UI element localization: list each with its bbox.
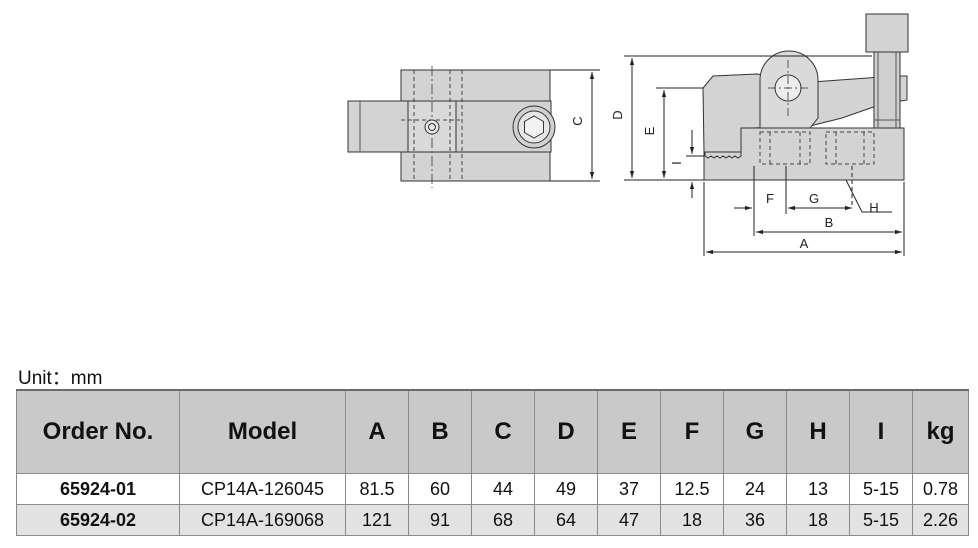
dim-f-label: F <box>766 191 774 206</box>
table-header-row: Order No. Model A B C D E F G H I kg <box>16 389 969 474</box>
cell-i: 5-15 <box>849 473 913 505</box>
cell-a: 121 <box>345 504 409 536</box>
pivot-screw-icon <box>424 119 440 135</box>
cell-kg: 0.78 <box>912 473 969 505</box>
table-row: 65924-01 CP14A-126045 81.5 60 44 49 37 1… <box>16 473 969 505</box>
cell-b: 91 <box>408 504 472 536</box>
col-header-f: F <box>660 389 724 474</box>
dim-d-label: D <box>610 110 625 119</box>
cell-model: CP14A-169068 <box>179 504 346 536</box>
cell-e: 37 <box>597 473 661 505</box>
top-view <box>347 66 556 188</box>
cell-order-no: 65924-02 <box>16 504 180 536</box>
col-header-kg: kg <box>912 389 969 474</box>
cell-d: 49 <box>534 473 598 505</box>
dim-h-label: H <box>869 200 878 215</box>
cell-f: 12.5 <box>660 473 724 505</box>
dim-b-label: B <box>825 215 834 230</box>
cell-kg: 2.26 <box>912 504 969 536</box>
side-view-jaw <box>704 151 742 159</box>
col-header-e: E <box>597 389 661 474</box>
cell-e: 47 <box>597 504 661 536</box>
cell-d: 64 <box>534 504 598 536</box>
col-header-i: I <box>849 389 913 474</box>
dim-horizontal <box>703 166 905 256</box>
dim-c-label: C <box>570 116 585 125</box>
cell-a: 81.5 <box>345 473 409 505</box>
col-header-c: C <box>471 389 535 474</box>
cell-c: 44 <box>471 473 535 505</box>
col-header-h: H <box>786 389 850 474</box>
hex-socket-screw-icon <box>512 105 556 149</box>
cell-model: CP14A-126045 <box>179 473 346 505</box>
side-view <box>702 13 909 181</box>
dim-vertical <box>624 55 872 198</box>
cell-order-no: 65924-01 <box>16 473 180 505</box>
cell-g: 24 <box>723 473 787 505</box>
col-header-model: Model <box>179 389 346 474</box>
cell-f: 18 <box>660 504 724 536</box>
table-row: 65924-02 CP14A-169068 121 91 68 64 47 18… <box>16 504 969 536</box>
cell-g: 36 <box>723 504 787 536</box>
unit-label: Unit：mm <box>18 368 103 389</box>
dim-a-label: A <box>800 236 809 251</box>
cell-i: 5-15 <box>849 504 913 536</box>
col-header-order-no: Order No. <box>16 389 180 474</box>
cell-b: 60 <box>408 473 472 505</box>
col-header-d: D <box>534 389 598 474</box>
cell-c: 68 <box>471 504 535 536</box>
col-header-b: B <box>408 389 472 474</box>
dim-g-label: G <box>809 191 819 206</box>
dim-i-label: I <box>669 161 684 165</box>
cell-h: 18 <box>786 504 850 536</box>
dim-e-label: E <box>642 126 657 135</box>
dim-c <box>550 69 600 182</box>
spec-table: Order No. Model A B C D E F G H I kg 659… <box>16 389 969 536</box>
cell-h: 13 <box>786 473 850 505</box>
col-header-a: A <box>345 389 409 474</box>
col-header-g: G <box>723 389 787 474</box>
technical-drawing: C <box>347 13 909 256</box>
side-view-screw-head <box>865 13 909 53</box>
